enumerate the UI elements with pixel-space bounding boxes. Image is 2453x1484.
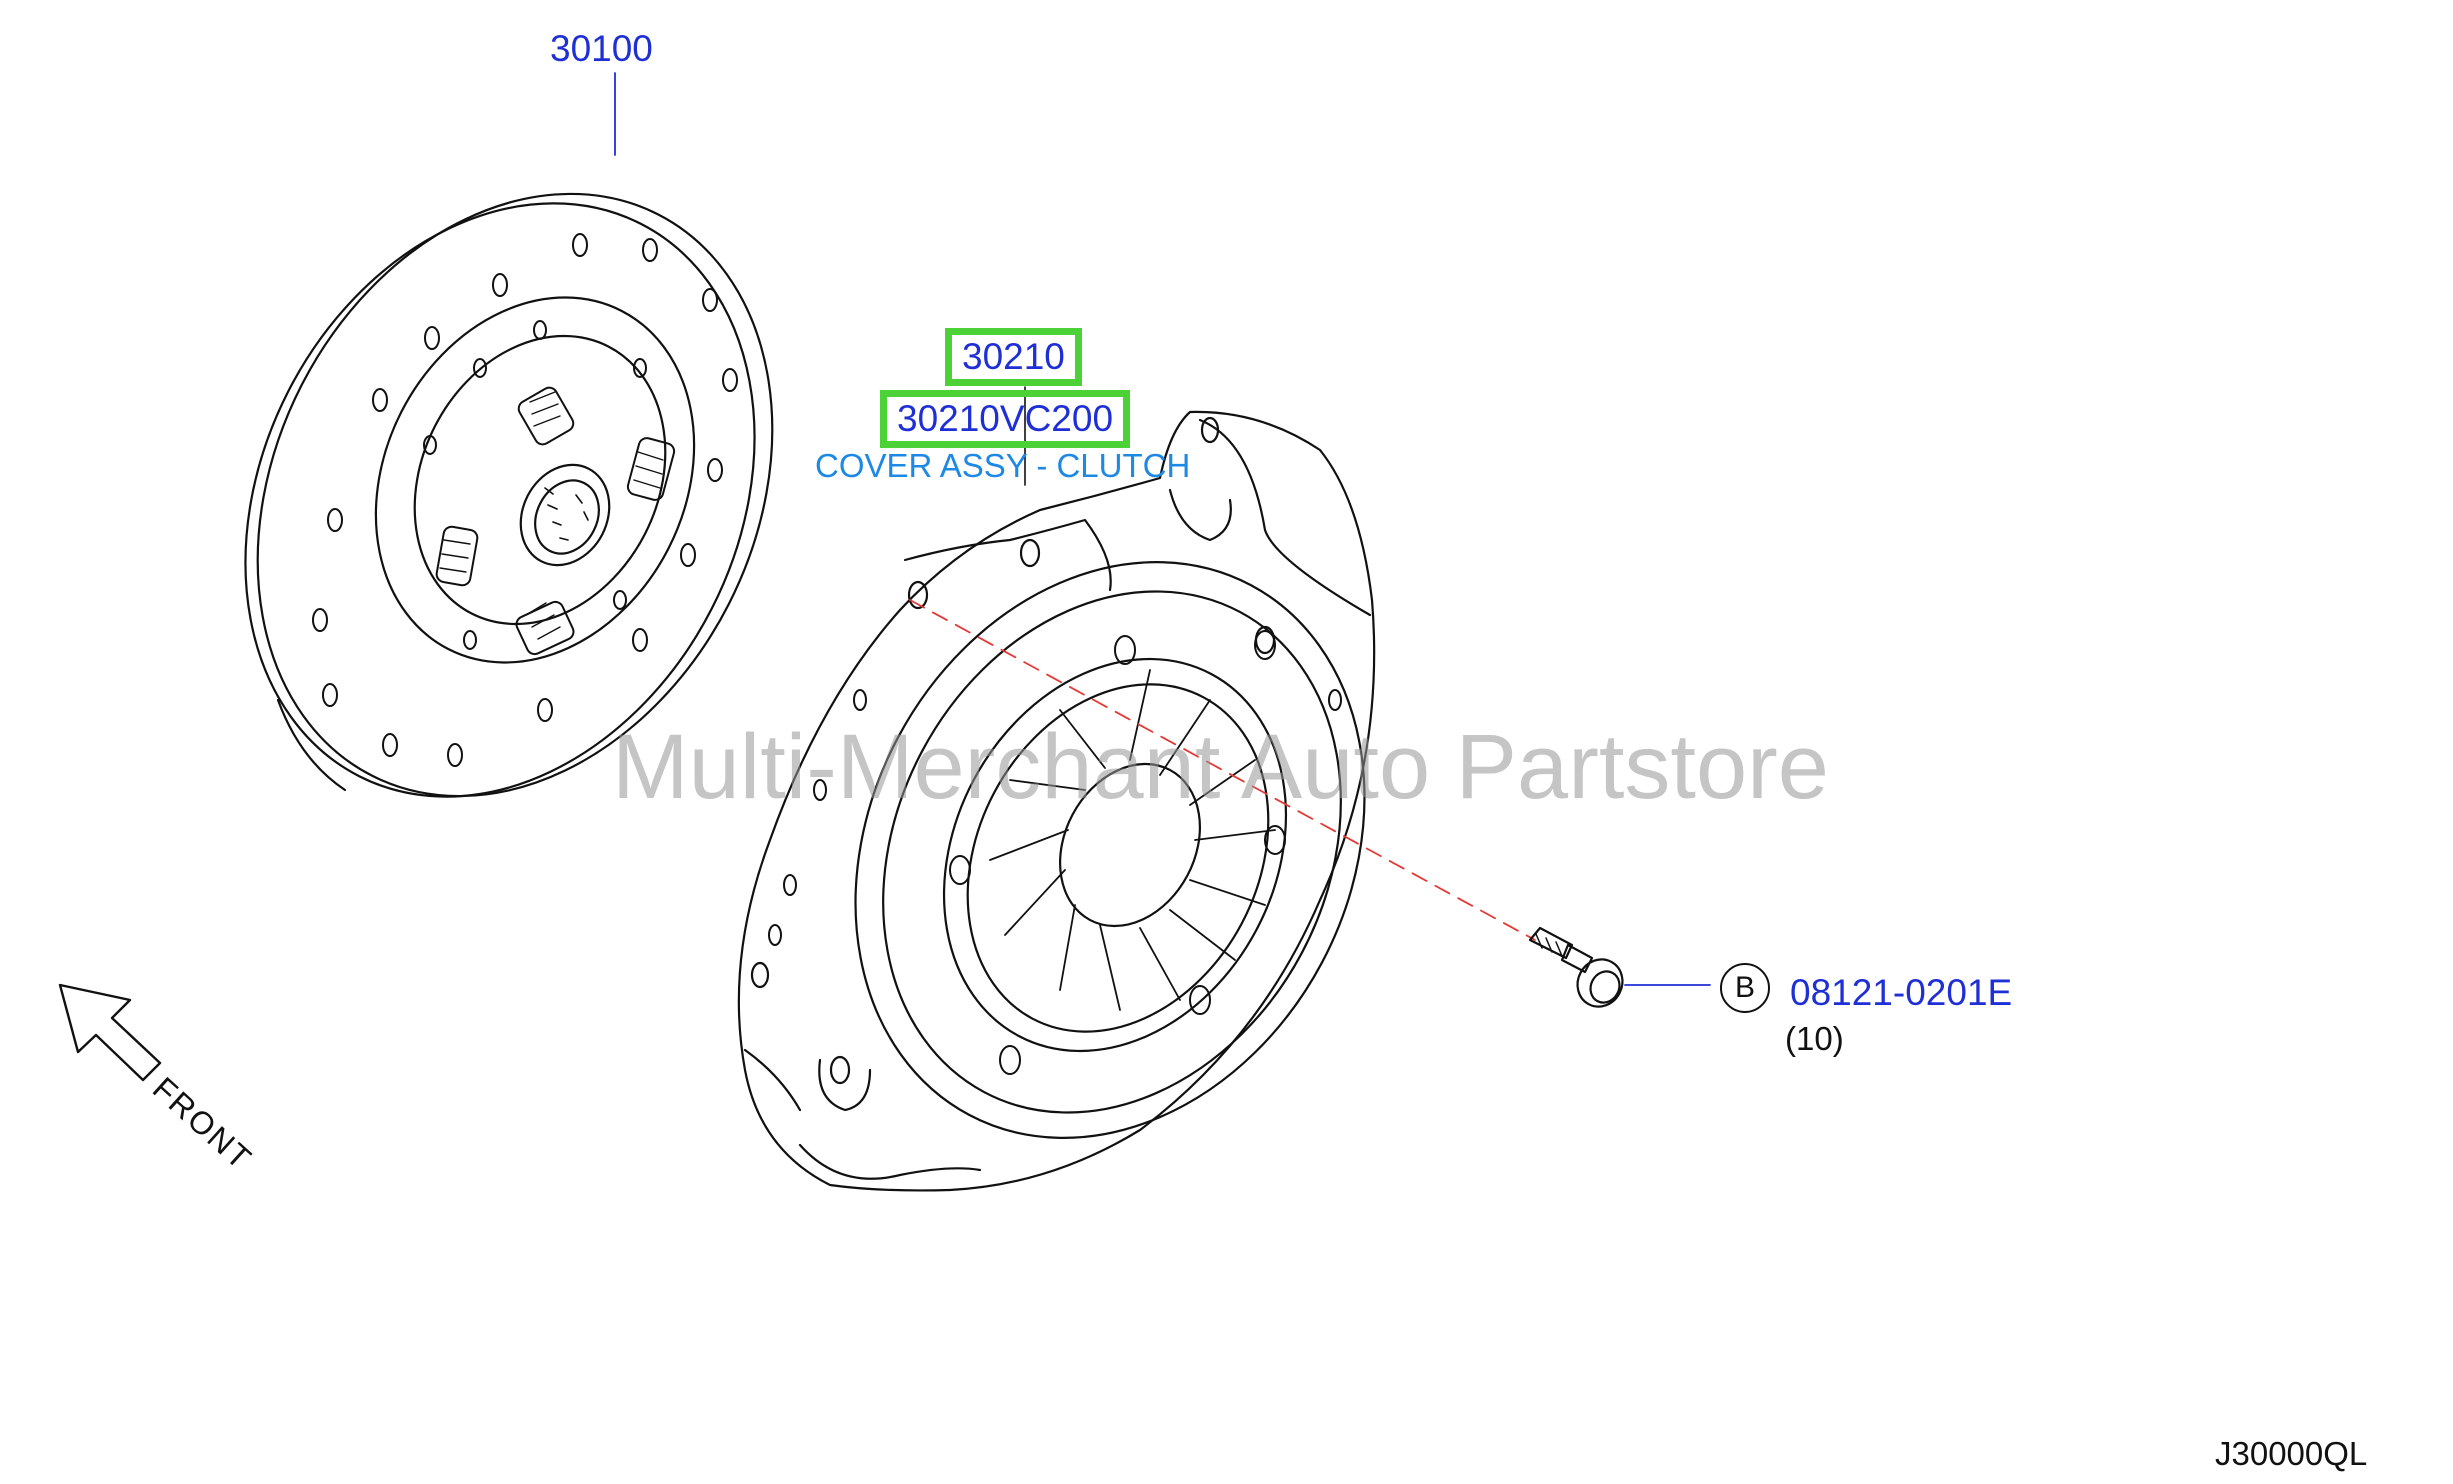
part-number-bolt[interactable]: 08121-0201E — [1790, 972, 2013, 1013]
diagram-code: J30000QL — [2215, 1435, 2368, 1472]
bolt-quantity: (10) — [1785, 1020, 1844, 1057]
clutch-cover-drawing[interactable] — [737, 386, 1463, 1228]
part-number-clutch-cover[interactable]: 30210 — [945, 328, 1082, 386]
front-arrow-icon — [58, 983, 162, 1082]
bolt-centerline — [909, 599, 1536, 941]
part-number-clutch-disc[interactable]: 30100 — [550, 28, 653, 69]
clutch-disc-drawing[interactable] — [147, 72, 872, 885]
catalog-number-clutch-cover[interactable]: 30210VC200 — [880, 390, 1131, 448]
clutch-cover-description: COVER ASSY - CLUTCH — [815, 447, 1191, 484]
bolt-badge: B — [1720, 963, 1770, 1013]
bolt-drawing[interactable] — [1528, 926, 1711, 1015]
